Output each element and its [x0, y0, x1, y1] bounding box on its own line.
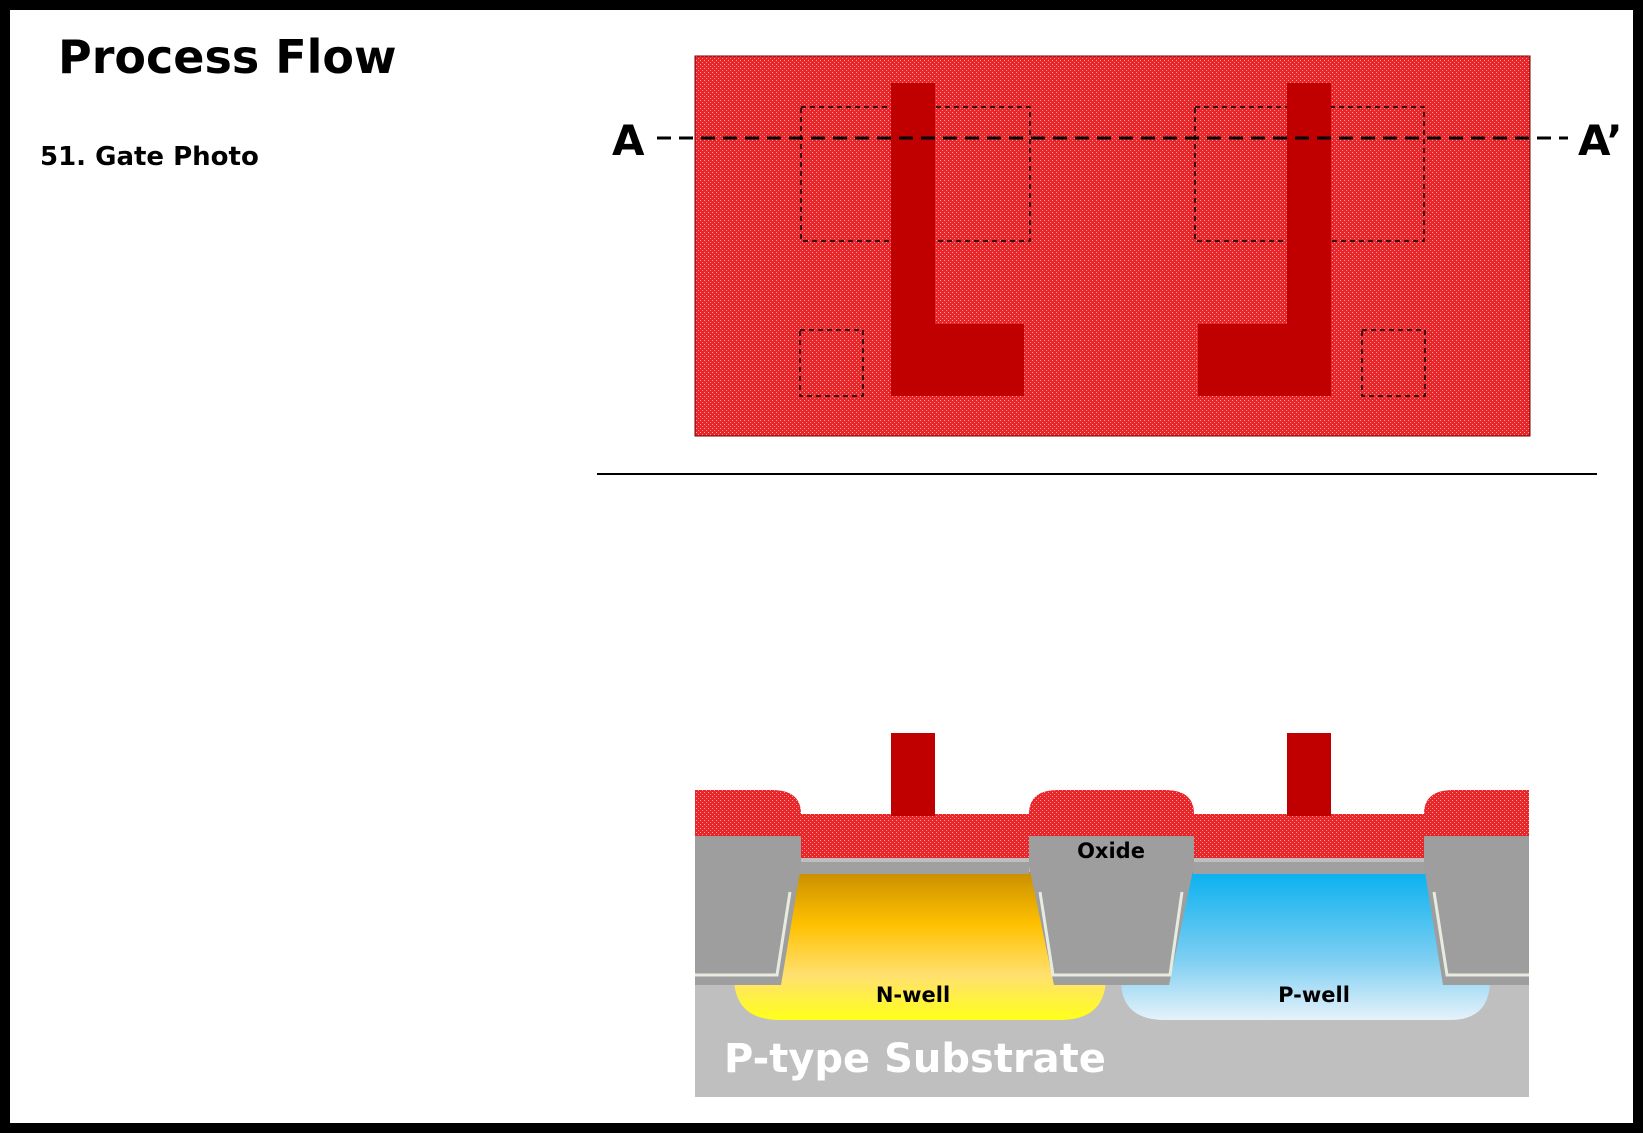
page-title: Process Flow: [58, 30, 397, 84]
sti-liner-right: [1432, 891, 1529, 977]
cut-label-a-prime: A’: [1578, 116, 1623, 165]
photoresist-top: [694, 55, 1531, 437]
cut-label-a: A: [612, 116, 645, 165]
p-well-label: P-well: [1278, 983, 1350, 1007]
gate-oxide-left: [797, 862, 1029, 874]
gate-shape-right: [1198, 83, 1331, 396]
n-well: [734, 872, 1110, 1020]
sti-oxide-center: [1029, 836, 1194, 985]
sti-liner-center: [1038, 891, 1184, 977]
oxide-label: Oxide: [1077, 839, 1145, 863]
sti-liner-left: [695, 891, 792, 977]
step-label: 51. Gate Photo: [40, 142, 259, 172]
gate-shape-left: [891, 83, 1024, 396]
contact-area-left: [799, 329, 864, 397]
p-well: [1121, 872, 1490, 1020]
n-well-label: N-well: [876, 983, 950, 1007]
sti-oxide-right: [1424, 836, 1529, 985]
top-view-layout: A A’: [612, 55, 1623, 437]
contact-area-right: [1361, 329, 1426, 397]
gate-poly-right: [1287, 733, 1331, 816]
gate-oxide-right: [1193, 862, 1425, 874]
sti-oxide-left: [695, 836, 801, 985]
photoresist-cross-section: [695, 790, 1529, 858]
cross-section: Oxide N-well P-well P-type Substrate: [695, 733, 1529, 1097]
substrate-label: P-type Substrate: [724, 1036, 1106, 1082]
gate-poly-left: [891, 733, 935, 816]
